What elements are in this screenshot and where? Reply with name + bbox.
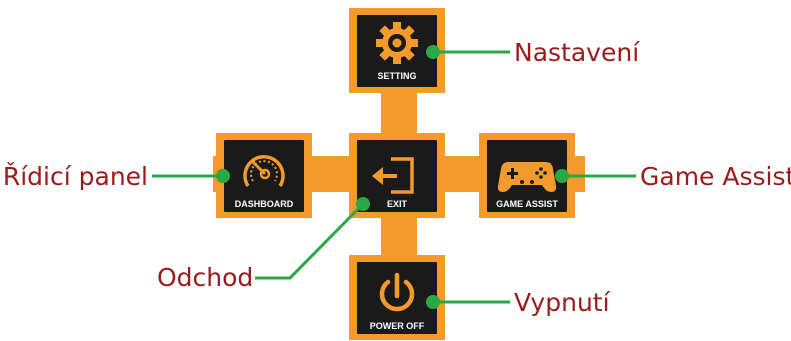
callout-setting: Nastavení	[514, 38, 640, 67]
gamepad-icon	[497, 162, 557, 192]
dashboard-label: DASHBOARD	[235, 199, 294, 209]
callout-dashboard: Řídicí panel	[3, 162, 148, 191]
dashboard-tile[interactable]: DASHBOARD	[224, 140, 304, 212]
connector-exit-dot	[356, 197, 370, 211]
exit-door-icon	[372, 157, 414, 194]
connector-game-assist-dot	[555, 169, 569, 183]
callout-exit: Odchod	[157, 263, 253, 292]
game-assist-label: GAME ASSIST	[496, 199, 558, 209]
power-icon	[379, 272, 415, 312]
exit-label: EXIT	[387, 199, 408, 209]
callout-power-off: Vypnutí	[514, 288, 611, 317]
exit-tile[interactable]: EXIT	[357, 140, 437, 212]
speedometer-icon	[243, 155, 285, 187]
setting-tile[interactable]: SETTING	[357, 15, 437, 87]
gear-icon	[376, 22, 418, 64]
setting-label: SETTING	[377, 71, 416, 81]
connector-dashboard-dot	[216, 169, 230, 183]
connector-power-off-dot	[426, 295, 440, 309]
connector-setting-dot	[426, 45, 440, 59]
connector-exit	[255, 202, 365, 280]
game-assist-tile[interactable]: GAME ASSIST	[487, 140, 567, 212]
power-off-label: POWER OFF	[370, 321, 425, 331]
callout-game-assist: Game Assist	[640, 162, 791, 191]
power-off-tile[interactable]: POWER OFF	[357, 262, 437, 334]
connectors	[152, 45, 636, 309]
